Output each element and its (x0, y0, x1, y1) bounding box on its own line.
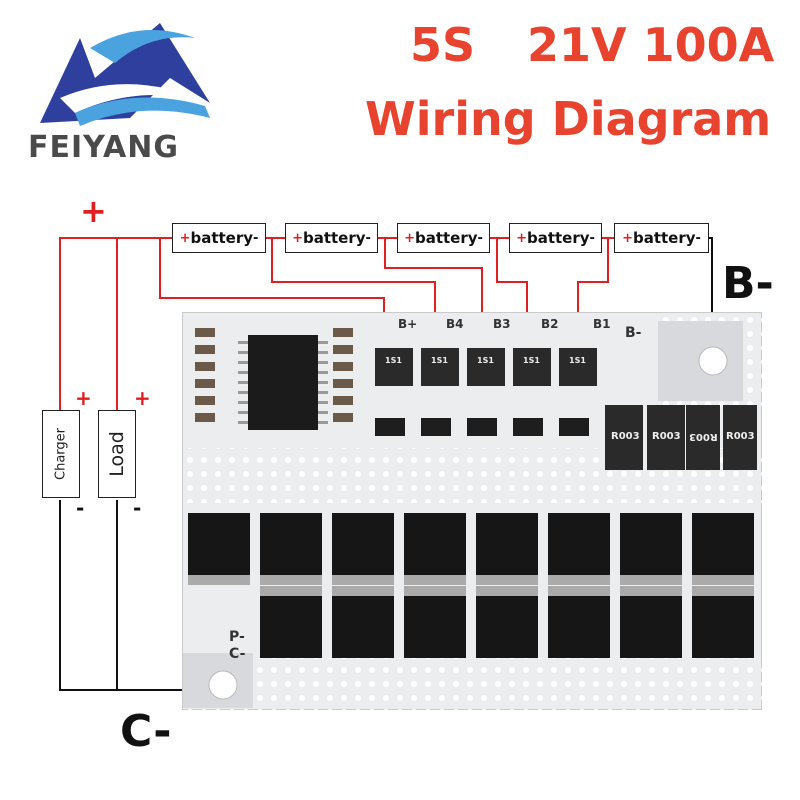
brand-logo: FEIYANG (20, 8, 220, 173)
resistor-marking-1: R003 (611, 431, 640, 442)
battery-cell-3: +battery- (397, 223, 490, 253)
c-minus-terminal-label: C- (120, 706, 172, 757)
pcb-label-b-minus: B- (625, 325, 642, 341)
load-plus-sign: + (134, 386, 151, 410)
battery-cell-4: +battery- (509, 223, 602, 253)
load-box: Load (98, 410, 136, 498)
title-wiring: Wiring Diagram (365, 92, 772, 146)
charger-label: Charger (53, 428, 69, 480)
pcb-label-b-plus: B+ (398, 317, 418, 331)
resistor-marking-4: R003 (726, 431, 755, 442)
diode-marking-3: 1S1 (477, 356, 494, 365)
main-plus-sign: + (80, 192, 107, 230)
pcb-label-p-minus: P- (229, 629, 245, 645)
load-label: Load (106, 431, 128, 477)
resistor-marking-2: R003 (652, 431, 681, 442)
battery-cell-2: +battery- (285, 223, 378, 253)
brand-name: FEIYANG (28, 130, 179, 165)
title-spec: 21V 100A (527, 18, 775, 72)
pcb-label-c-minus: C- (229, 646, 246, 662)
b-minus-terminal-label: B- (722, 258, 774, 309)
charger-box: Charger (42, 410, 80, 498)
charger-plus-sign: + (75, 386, 92, 410)
diode-marking-2: 1S1 (431, 356, 448, 365)
bms-pcb-board: B+ B4 B3 B2 B1 B- P- C- 1S1 1S1 1S1 1S1 … (182, 312, 763, 711)
diode-marking-5: 1S1 (569, 356, 586, 365)
resistor-marking-3: R003 (689, 431, 718, 442)
battery-cell-5: +battery- (614, 223, 709, 253)
diode-marking-1: 1S1 (385, 356, 402, 365)
logo-mark-icon (40, 23, 210, 126)
pcb-label-b3: B3 (493, 317, 511, 331)
pcb-label-b1: B1 (593, 317, 611, 331)
charger-minus-sign: - (76, 496, 85, 520)
battery-cell-1: +battery- (172, 223, 266, 253)
load-minus-sign: - (133, 496, 142, 520)
pcb-label-b4: B4 (446, 317, 464, 331)
diode-marking-4: 1S1 (523, 356, 540, 365)
pcb-artwork (183, 313, 763, 711)
pcb-label-b2: B2 (541, 317, 559, 331)
title-cells: 5S (410, 18, 476, 72)
